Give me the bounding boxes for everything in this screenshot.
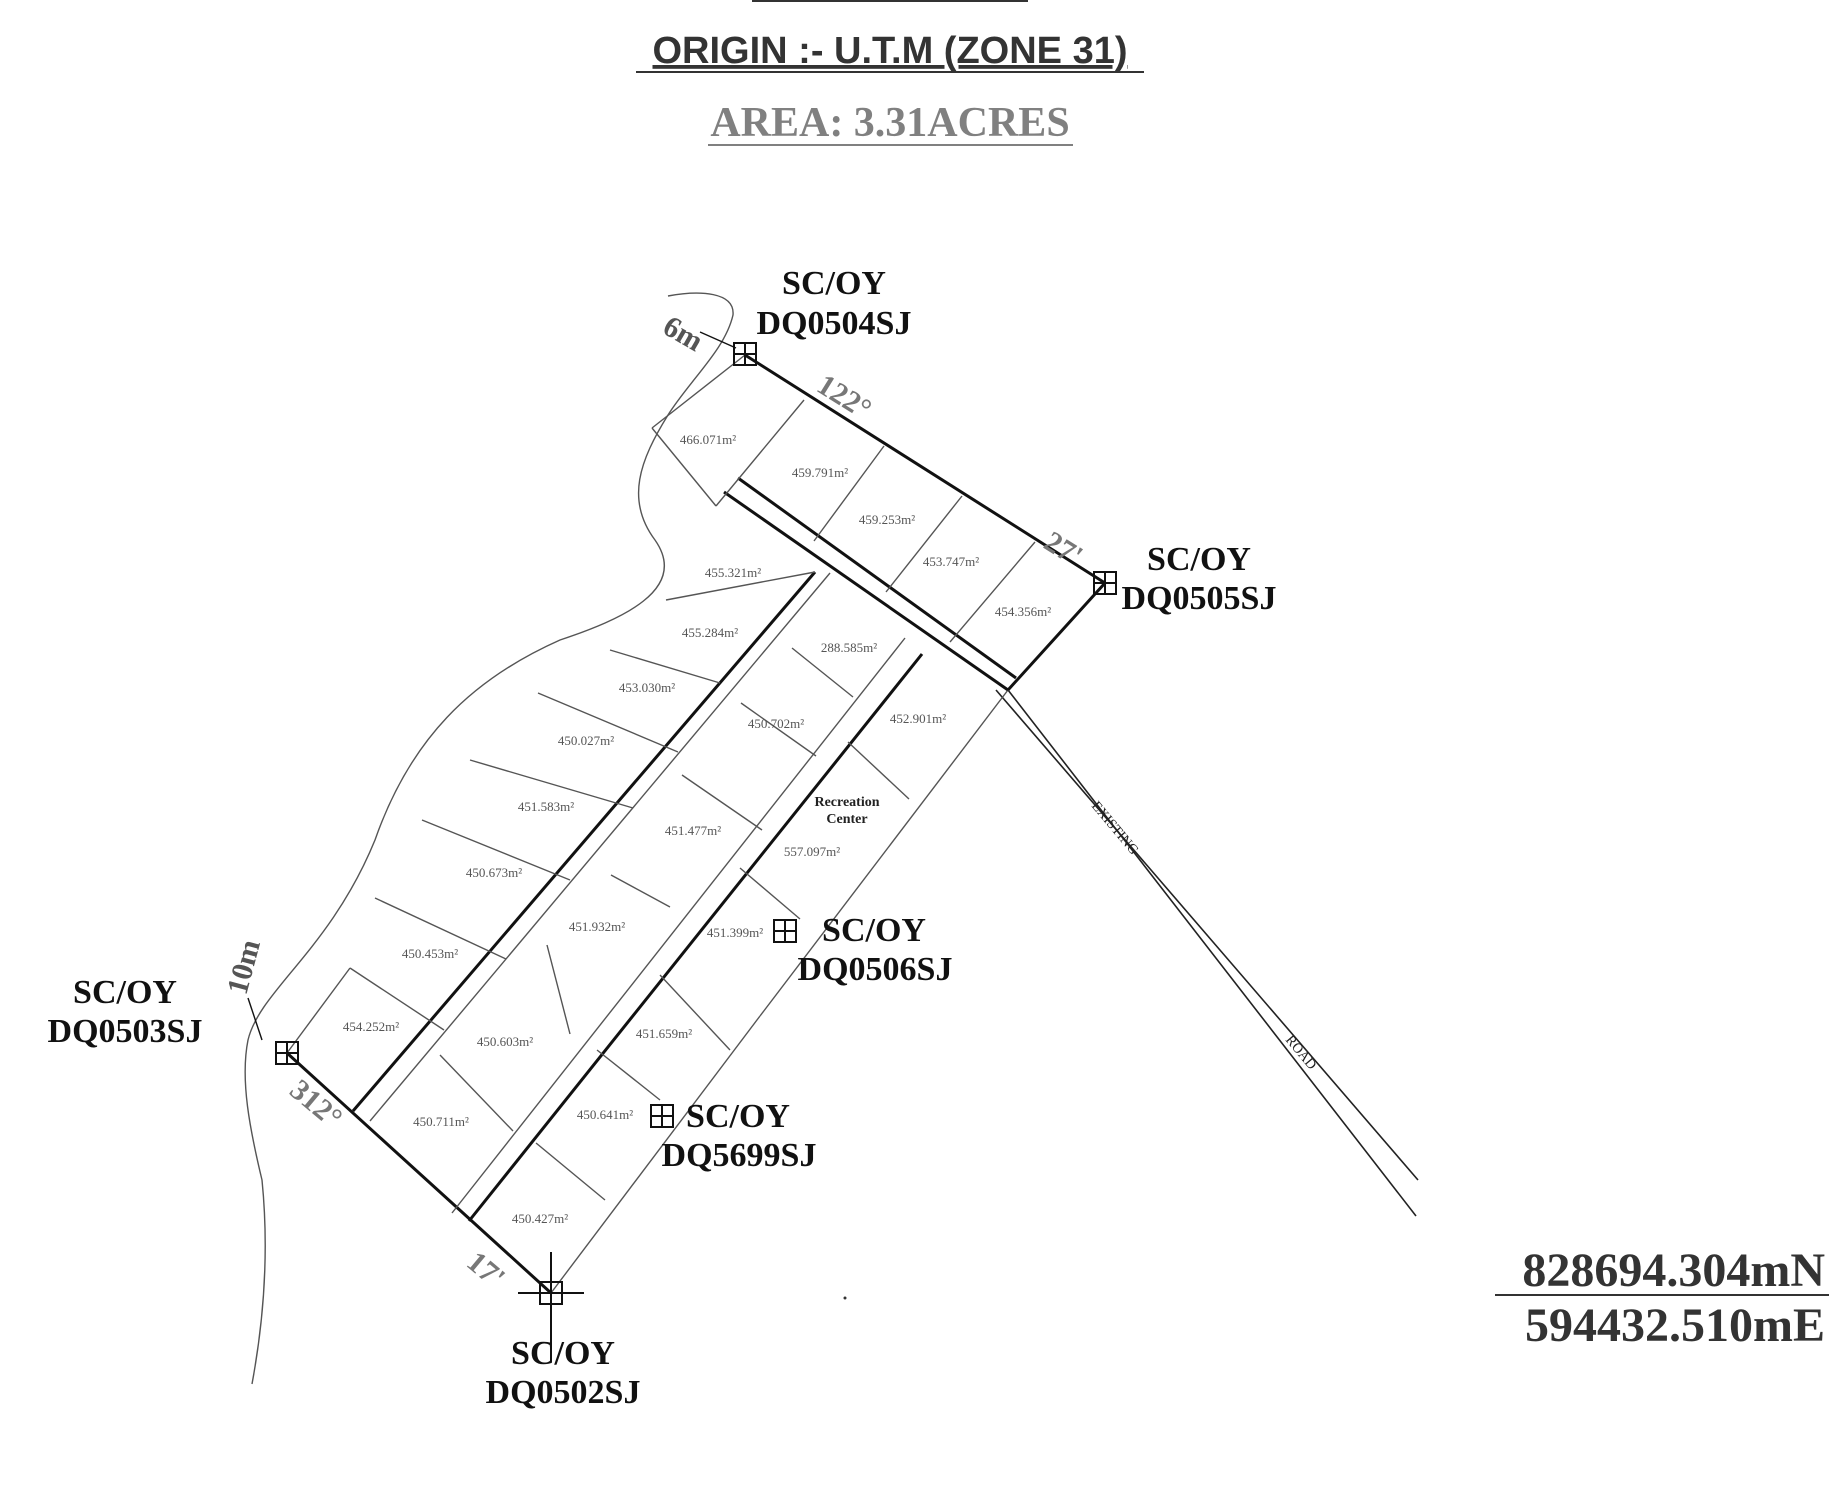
plot-area: 455.284m² xyxy=(682,625,738,640)
beacon-dq0505sj xyxy=(1093,571,1117,595)
pillar-label-dq0505sj-line2: DQ0505SJ xyxy=(1122,580,1277,617)
pillar-label-dq0506sj-line2: DQ0506SJ xyxy=(798,951,953,988)
northing-coordinate: 828694.304mN xyxy=(1522,1244,1825,1297)
area-title: AREA: 3.31ACRES xyxy=(710,100,1069,146)
plot-area: 451.659m² xyxy=(636,1026,692,1041)
setback-left-leader xyxy=(247,997,263,1041)
recreation-center-label-line2: Center xyxy=(826,812,867,827)
plot-area: 451.932m² xyxy=(569,919,625,934)
site-boundary xyxy=(285,353,1107,1295)
setback-curve xyxy=(244,292,734,1385)
setback-top-leader xyxy=(699,331,737,349)
plot-area: 451.477m² xyxy=(665,823,721,838)
plot-area: 452.901m² xyxy=(890,711,946,726)
pillar-label-dq0502sj-line2: DQ0502SJ xyxy=(486,1374,641,1411)
setback-top: 6m xyxy=(658,309,709,358)
plot-area: 453.030m² xyxy=(619,680,675,695)
plot-area: 450.603m² xyxy=(477,1034,533,1049)
internal-roads xyxy=(351,476,1017,1222)
plot-area: 450.027m² xyxy=(558,733,614,748)
pillar-label-dq5699sj-line2: DQ5699SJ xyxy=(662,1137,817,1174)
beacon-dq0503sj xyxy=(275,1041,299,1065)
plot-dividers xyxy=(349,399,1036,1201)
plot-area: 450.702m² xyxy=(748,716,804,731)
plot-area: 450.453m² xyxy=(402,946,458,961)
plot-area: 459.253m² xyxy=(859,512,915,527)
origin-title: ORIGIN :- U.T.M (ZONE 31) xyxy=(653,30,1128,72)
plot-area: 454.356m² xyxy=(995,604,1051,619)
plot-area: 451.399m² xyxy=(707,925,763,940)
stray-dot xyxy=(843,1296,847,1300)
plot-area: 450.711m² xyxy=(413,1114,469,1129)
pillar-label-dq0503sj-line1: SC/OY xyxy=(73,974,177,1011)
plot-area: 288.585m² xyxy=(821,640,877,655)
plot-area: 450.641m² xyxy=(577,1107,633,1122)
plot-area: 453.747m² xyxy=(923,554,979,569)
distance-bottom: 17' xyxy=(461,1245,512,1295)
beacon-dq0502sj xyxy=(518,1252,584,1362)
recreation-center-label-line1: Recreation xyxy=(814,795,879,810)
pillar-label-dq0506sj-line1: SC/OY xyxy=(822,912,926,949)
plot-area: 557.097m² xyxy=(784,844,840,859)
pillar-label-dq5699sj-line1: SC/OY xyxy=(686,1098,790,1135)
plot-area: 455.321m² xyxy=(705,565,761,580)
easting-coordinate: 594432.510mE xyxy=(1525,1299,1825,1352)
setback-left: 10m xyxy=(221,936,267,998)
pillar-label-dq0505sj-line1: SC/OY xyxy=(1147,541,1251,578)
beacon-dq0504sj xyxy=(733,342,757,366)
plot-area: 466.071m² xyxy=(680,432,736,447)
road-label-existing: EXISTING xyxy=(1088,799,1141,858)
pillar-label-dq0504sj-line1: SC/OY xyxy=(782,265,886,302)
beacon-dq5699sj xyxy=(650,1104,674,1128)
beacon-dq0506sj xyxy=(773,919,797,943)
pillar-label-dq0504sj-line2: DQ0504SJ xyxy=(757,305,912,342)
plot-area: 450.427m² xyxy=(512,1211,568,1226)
bearing-left: 312° xyxy=(284,1073,349,1135)
plot-area: 450.673m² xyxy=(466,865,522,880)
plot-area: 454.252m² xyxy=(343,1019,399,1034)
existing-road xyxy=(995,689,1419,1217)
pillar-label-dq0502sj-line1: SC/OY xyxy=(511,1335,615,1372)
plot-area: 451.583m² xyxy=(518,799,574,814)
pillar-label-dq0503sj-line2: DQ0503SJ xyxy=(48,1013,203,1050)
plot-area: 459.791m² xyxy=(792,465,848,480)
